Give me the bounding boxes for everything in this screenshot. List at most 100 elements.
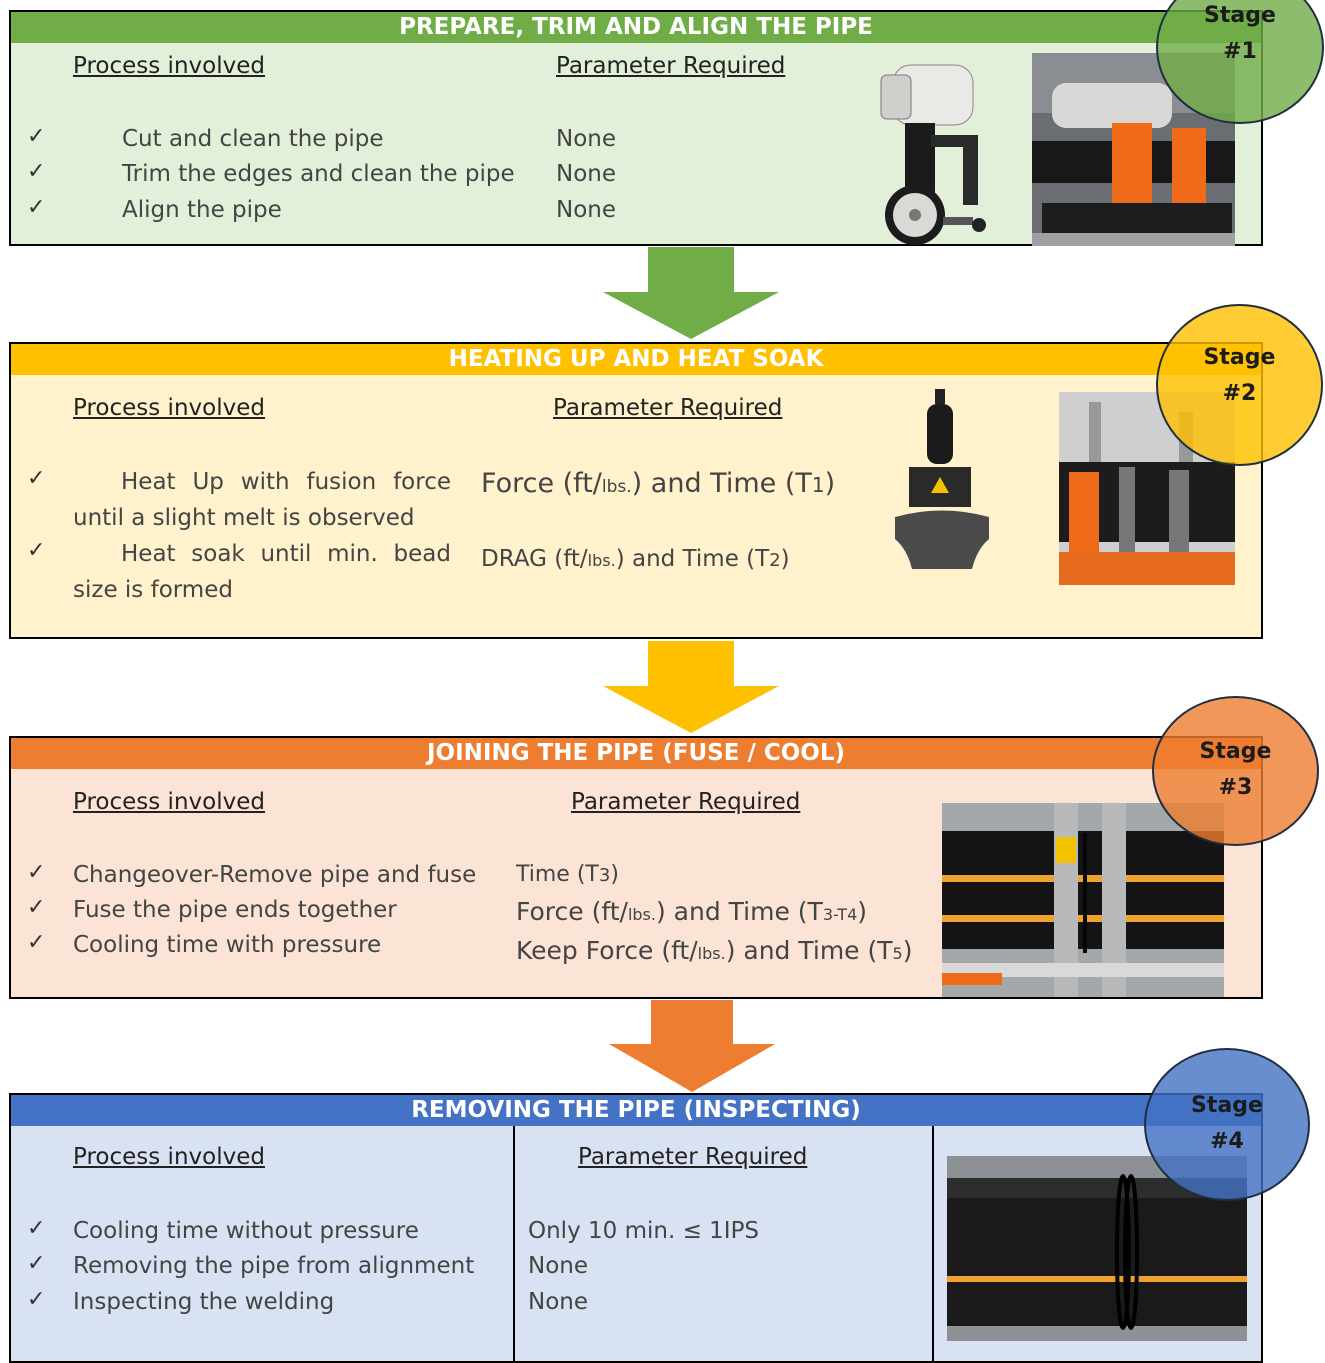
stage-1-param-row: None <box>556 161 617 187</box>
stage-4-process-row: Cooling time without pressure <box>73 1218 419 1244</box>
stage-2-process-line: until a slight melt is observed <box>73 505 415 531</box>
stage-4-badge-label: Stage <box>1191 1093 1263 1118</box>
param-unit: lbs. <box>697 944 726 963</box>
check-icon: ✓ <box>27 195 46 220</box>
check-icon: ✓ <box>27 538 46 563</box>
stage-4-process-heading: Process involved <box>73 1144 265 1170</box>
param-unit: lbs. <box>627 905 656 924</box>
check-icon: ✓ <box>27 159 46 184</box>
stage-2-process-heading: Process involved <box>73 395 265 421</box>
stage-4-process-row: Inspecting the welding <box>73 1289 335 1315</box>
param-text: Force (ft/ <box>516 897 628 926</box>
stage-2-panel: HEATING UP AND HEAT SOAK Process involve… <box>9 342 1263 639</box>
stage-1-process-row: Trim the edges and clean the pipe <box>122 161 515 187</box>
stage-4-param-row: None <box>528 1253 589 1279</box>
stage-3-process-row: Cooling time with pressure <box>73 932 382 958</box>
stage-3-body: Process involved Parameter Required ✓ Ch… <box>11 769 1261 997</box>
stage-1-badge: Stage #1 <box>1156 0 1324 124</box>
param-subscript: 1 <box>811 473 825 497</box>
stage-1-badge-label: Stage <box>1204 3 1276 28</box>
heater-plate-image <box>895 389 989 569</box>
pipe-alignment-machine-photo <box>1032 53 1235 246</box>
param-unit: lbs. <box>601 477 632 497</box>
stage-2-param-heading: Parameter Required <box>553 395 783 421</box>
facing-tool-image <box>880 64 986 245</box>
down-arrow-icon <box>609 1000 775 1092</box>
stage-3-header: JOINING THE PIPE (FUSE / COOL) <box>11 738 1261 769</box>
stage-2-badge-label: Stage <box>1203 345 1276 370</box>
stage-3-param-row: Time (T3) <box>516 857 619 894</box>
param-text: ) and Time (T <box>655 897 823 926</box>
stage-3-process-row: Changeover-Remove pipe and fuse <box>73 862 477 888</box>
stage-2-process-line: Heat soak until min. bead <box>121 541 451 567</box>
param-text: ) and Time (T <box>725 936 893 965</box>
stage-4-param-row: None <box>528 1289 589 1315</box>
pipe-fusion-photo <box>942 803 1224 997</box>
stage-1-param-heading: Parameter Required <box>556 53 786 79</box>
check-icon: ✓ <box>27 1216 46 1241</box>
stage-2-header: HEATING UP AND HEAT SOAK <box>11 344 1261 375</box>
stage-3-panel: JOINING THE PIPE (FUSE / COOL) Process i… <box>9 736 1263 999</box>
stage-2-badge-number: #2 <box>1222 381 1257 406</box>
check-icon: ✓ <box>27 895 46 920</box>
stage-4-badge: Stage #4 <box>1144 1048 1310 1201</box>
stage-3-badge-number: #3 <box>1218 775 1253 800</box>
check-icon: ✓ <box>27 860 46 885</box>
param-subscript: 3 <box>598 865 611 886</box>
stage-1-body: Process involved Parameter Required ✓ Cu… <box>11 43 1261 246</box>
stage-2-badge: Stage #2 <box>1156 304 1323 466</box>
stage-2-process-row: Heat soak until min. bead size is formed <box>73 536 451 608</box>
param-subscript: 5 <box>892 944 903 963</box>
stage-1-param-row: None <box>556 197 617 223</box>
stage-1-header: PREPARE, TRIM AND ALIGN THE PIPE <box>11 12 1261 43</box>
stage-3-badge-label: Stage <box>1199 739 1272 764</box>
stage-2-param-row: Force (ft/lbs.) and Time (T1) <box>481 466 835 505</box>
stage-4-header: REMOVING THE PIPE (INSPECTING) <box>11 1095 1261 1126</box>
check-icon: ✓ <box>27 1287 46 1312</box>
stage-1-badge-number: #1 <box>1223 39 1257 64</box>
down-arrow-icon <box>603 641 779 733</box>
column-divider <box>932 1126 934 1361</box>
stage-2-body: Process involved Parameter Required ✓ He… <box>11 375 1261 637</box>
param-text: ) <box>857 897 868 926</box>
param-text: DRAG (ft/ <box>481 546 588 572</box>
down-arrow-icon <box>603 247 779 339</box>
param-text: ) <box>902 936 913 965</box>
param-text: ) <box>824 468 836 499</box>
stage-3-param-row: Keep Force (ft/lbs.) and Time (T5) <box>516 933 912 972</box>
param-subscript: 3-T4 <box>822 905 858 924</box>
check-icon: ✓ <box>27 466 46 491</box>
stage-4-param-row: Only 10 min. ≤ 1IPS <box>528 1218 760 1244</box>
stage-4-param-heading: Parameter Required <box>578 1144 808 1170</box>
stage-2-process-line: Heat Up with fusion force <box>121 469 451 495</box>
param-text: ) <box>780 546 790 572</box>
param-text: Keep Force (ft/ <box>516 936 698 965</box>
stage-2-process-line: size is formed <box>73 577 233 603</box>
stage-4-process-row: Removing the pipe from alignment <box>73 1253 475 1279</box>
param-text: ) <box>610 862 619 887</box>
stage-4-body: Process involved Parameter Required ✓ Co… <box>11 1126 1261 1361</box>
column-divider <box>513 1126 515 1361</box>
stage-1-process-heading: Process involved <box>73 53 265 79</box>
stage-4-panel: REMOVING THE PIPE (INSPECTING) Process i… <box>9 1093 1263 1363</box>
check-icon: ✓ <box>27 124 46 149</box>
param-text: Force (ft/ <box>481 468 602 499</box>
param-subscript: 2 <box>769 550 781 571</box>
stage-3-param-heading: Parameter Required <box>571 789 801 815</box>
stage-1-process-row: Cut and clean the pipe <box>122 126 384 152</box>
param-text: ) and Time (T <box>631 468 812 499</box>
check-icon: ✓ <box>27 1251 46 1276</box>
stage-2-process-row: Heat Up with fusion force until a slight… <box>73 464 451 536</box>
stage-4-badge-number: #4 <box>1210 1129 1244 1154</box>
param-text: Time (T <box>516 862 599 887</box>
welded-pipe-photo <box>947 1156 1247 1341</box>
param-unit: lbs. <box>587 551 616 570</box>
stage-3-param-row: Force (ft/lbs.) and Time (T3-T4) <box>516 894 867 933</box>
stage-2-param-row: DRAG (ft/lbs.) and Time (T2) <box>481 541 790 579</box>
check-icon: ✓ <box>27 930 46 955</box>
stage-1-process-row: Align the pipe <box>122 197 282 223</box>
stage-1-param-row: None <box>556 126 617 152</box>
param-text: ) and Time (T <box>615 546 770 572</box>
stage-3-process-row: Fuse the pipe ends together <box>73 897 397 923</box>
stage-3-process-heading: Process involved <box>73 789 265 815</box>
